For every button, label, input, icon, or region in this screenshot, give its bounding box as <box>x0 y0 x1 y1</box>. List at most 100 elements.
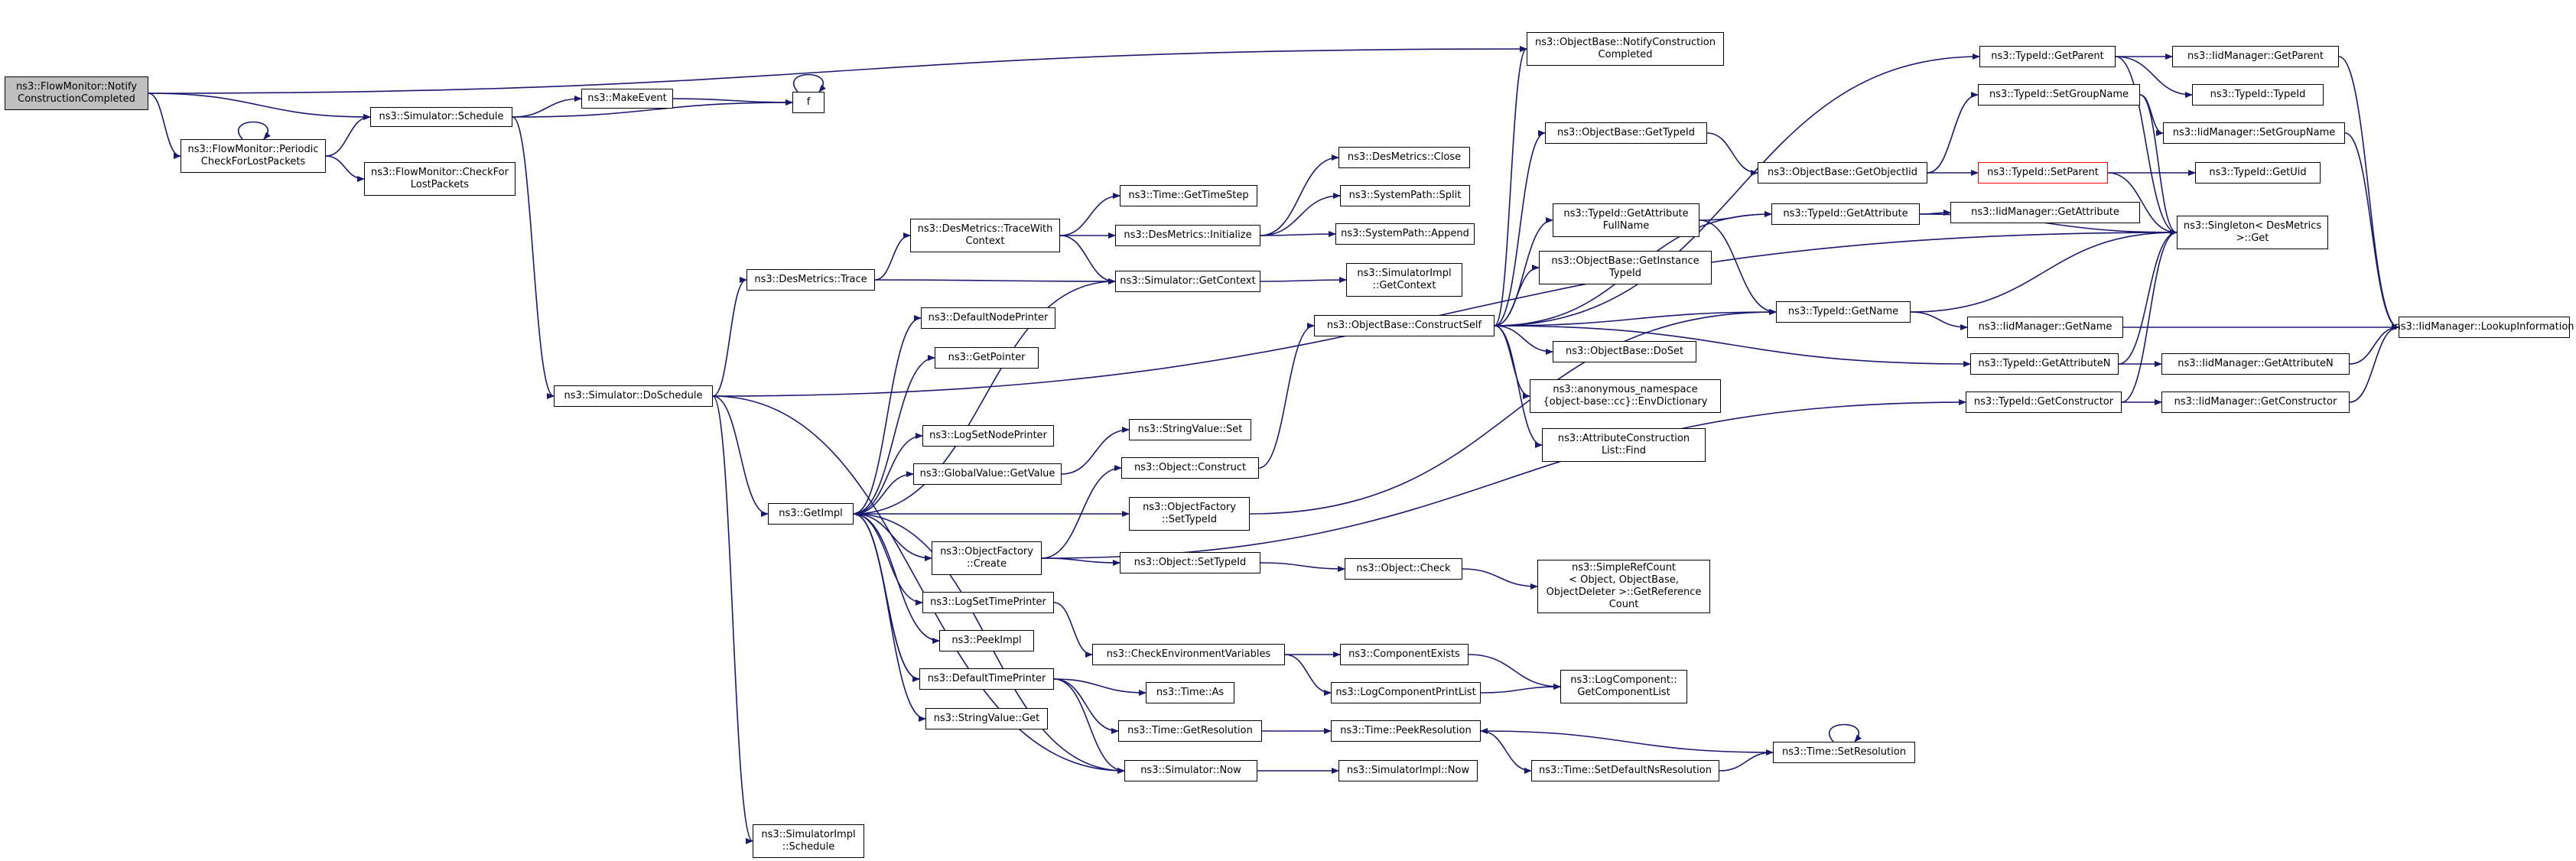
call-edge <box>1494 265 1540 327</box>
call-edge <box>1061 427 1130 475</box>
call-edge <box>1258 323 1315 469</box>
call-edge <box>1053 678 1125 774</box>
node-componentexists[interactable]: ns3::ComponentExists <box>1340 644 1469 665</box>
node-simulatorimpl-schedule[interactable]: ns3::SimulatorImpl::Schedule <box>753 824 864 858</box>
call-edge <box>2349 324 2399 365</box>
node-logsetnodeprinter[interactable]: ns3::LogSetNodePrinter <box>922 425 1054 447</box>
node-label-line: ns3::SystemPath::Split <box>1348 190 1462 201</box>
node-object-settypeid[interactable]: ns3::Object::SetTypeId <box>1120 552 1260 573</box>
node-time-gettimestep[interactable]: ns3::Time::GetTimeStep <box>1120 185 1257 206</box>
call-edge <box>853 513 923 606</box>
call-edge <box>237 121 271 140</box>
node-typeid-getparent[interactable]: ns3::TypeId::GetParent <box>1979 46 2116 67</box>
call-edge <box>1910 229 2178 313</box>
node-globalvalue-getvalue[interactable]: ns3::GlobalValue::GetValue <box>913 463 1062 485</box>
node-objectbase-constructself[interactable]: ns3::ObjectBase::ConstructSelf <box>1314 315 1495 336</box>
node-simulator-now[interactable]: ns3::Simulator::Now <box>1124 760 1257 781</box>
node-objectbase-gettypeid[interactable]: ns3::ObjectBase::GetTypeId <box>1545 122 1707 144</box>
node-makeevent[interactable]: ns3::MakeEvent <box>581 89 673 109</box>
node-objectfactory-settypeid[interactable]: ns3::ObjectFactory::SetTypeId <box>1129 497 1250 531</box>
node-objectfactory-create[interactable]: ns3::ObjectFactory::Create <box>932 541 1042 575</box>
node-anonymous-namespace-envdictionary[interactable]: ns3::anonymous_namespace{object-base::cc… <box>1530 379 1721 413</box>
node-simulatorimpl-now[interactable]: ns3::SimulatorImpl::Now <box>1338 760 1478 781</box>
node-typeid-setgroupname[interactable]: ns3::TypeId::SetGroupName <box>1978 84 2140 106</box>
node-stringvalue-set[interactable]: ns3::StringValue::Set <box>1129 419 1251 440</box>
node-time-setresolution[interactable]: ns3::Time::SetResolution <box>1773 742 1915 763</box>
node-label-line: ns3::IidManager::GetName <box>1978 321 2113 333</box>
call-edge <box>325 155 365 182</box>
node-label-line: ns3::TypeId::GetAttribute <box>1563 208 1689 219</box>
node-typeid-getattribute[interactable]: ns3::TypeId::GetAttribute <box>1771 203 1920 225</box>
call-edge <box>2118 229 2178 365</box>
node-systempath-append[interactable]: ns3::SystemPath::Append <box>1335 223 1475 245</box>
call-edge <box>853 355 935 515</box>
call-edge <box>853 471 914 515</box>
node-iidmanager-getparent[interactable]: ns3::IidManager::GetParent <box>2172 46 2339 67</box>
call-edge <box>853 513 926 722</box>
node-simulator-schedule[interactable]: ns3::Simulator::Schedule <box>370 107 512 127</box>
call-edge <box>1699 219 1777 315</box>
node-singleton-desmetrics-get[interactable]: ns3::Singleton< DesMetrics>::Get <box>2177 216 2328 249</box>
node-systempath-split[interactable]: ns3::SystemPath::Split <box>1340 185 1470 206</box>
node-getpointer[interactable]: ns3::GetPointer <box>935 347 1039 369</box>
node-desmetrics-close[interactable]: ns3::DesMetrics::Close <box>1338 147 1470 168</box>
node-f[interactable]: f <box>792 92 825 113</box>
node-desmetrics-trace[interactable]: ns3::DesMetrics::Trace <box>746 269 875 291</box>
node-time-as[interactable]: ns3::Time::As <box>1146 682 1234 703</box>
node-peekimpl[interactable]: ns3::PeekImpl <box>939 630 1034 651</box>
call-edge <box>1480 684 1561 694</box>
node-iidmanager-lookupinformation[interactable]: ns3::IidManager::LookupInformation <box>2394 317 2574 338</box>
node-time-peekresolution[interactable]: ns3::Time::PeekResolution <box>1331 720 1481 742</box>
node-objectbase-doset[interactable]: ns3::ObjectBase::DoSet <box>1553 341 1696 362</box>
node-typeid-getname[interactable]: ns3::TypeId::GetName <box>1776 301 1911 323</box>
node-iidmanager-getconstructor[interactable]: ns3::IidManager::GetConstructor <box>2161 392 2350 413</box>
node-label-line: TypeId <box>1609 268 1641 279</box>
node-logsettimeprinter[interactable]: ns3::LogSetTimePrinter <box>922 592 1054 613</box>
node-label-line: ns3::GlobalValue::GetValue <box>919 468 1055 479</box>
node-simulatorimpl-getcontext[interactable]: ns3::SimulatorImpl::GetContext <box>1346 263 1462 297</box>
node-typeid-typeid[interactable]: ns3::TypeId::TypeId <box>2192 84 2324 106</box>
node-iidmanager-getattributen[interactable]: ns3::IidManager::GetAttributeN <box>2161 353 2350 375</box>
node-desmetrics-initialize[interactable]: ns3::DesMetrics::Initialize <box>1115 225 1260 246</box>
node-label-line: ns3::DesMetrics::TraceWith <box>917 223 1053 235</box>
node-simulator-doschedule[interactable]: ns3::Simulator::DoSchedule <box>554 385 713 407</box>
node-label-line: ns3::SimulatorImpl::Now <box>1346 765 1470 776</box>
node-typeid-setparent[interactable]: ns3::TypeId::SetParent <box>1978 162 2108 184</box>
node-object-check[interactable]: ns3::Object::Check <box>1345 558 1462 580</box>
node-iidmanager-setgroupname[interactable]: ns3::IidManager::SetGroupName <box>2163 122 2345 144</box>
node-simplerefcount-getreferencecount[interactable]: ns3::SimpleRefCount< Object, ObjectBase,… <box>1537 560 1710 613</box>
node-time-setdefaultnsresolution[interactable]: ns3::Time::SetDefaultNsResolution <box>1531 760 1719 781</box>
node-defaulttimeprinter[interactable]: ns3::DefaultTimePrinter <box>919 668 1054 690</box>
node-label-line: ns3::LogSetNodePrinter <box>929 430 1047 441</box>
node-typeid-getuid[interactable]: ns3::TypeId::GetUid <box>2195 162 2321 184</box>
node-typeid-getattributen[interactable]: ns3::TypeId::GetAttributeN <box>1970 353 2119 375</box>
node-time-getresolution[interactable]: ns3::Time::GetResolution <box>1118 720 1262 742</box>
node-simulator-getcontext[interactable]: ns3::Simulator::GetContext <box>1115 271 1260 292</box>
call-edge <box>1480 728 1774 753</box>
node-label-line: ns3::TypeId::GetAttributeN <box>1978 358 2111 369</box>
node-typeid-getconstructor[interactable]: ns3::TypeId::GetConstructor <box>1966 392 2122 413</box>
node-iidmanager-getname[interactable]: ns3::IidManager::GetName <box>1967 317 2123 338</box>
node-logcomponent-getcomponentlist[interactable]: ns3::LogComponent::GetComponentList <box>1560 670 1687 703</box>
call-edge <box>512 99 793 118</box>
node-iidmanager-getattribute[interactable]: ns3::IidManager::GetAttribute <box>1950 202 2140 223</box>
node-stringvalue-get[interactable]: ns3::StringValue::Get <box>925 708 1048 729</box>
call-edge <box>853 315 922 515</box>
node-objectbase-getobjectiid[interactable]: ns3::ObjectBase::GetObjectIid <box>1758 162 1927 184</box>
node-logcomponentprintlist[interactable]: ns3::LogComponentPrintList <box>1331 682 1481 703</box>
node-label-line: ns3::FlowMonitor::Notify <box>15 81 138 93</box>
node-label-line: ns3::TypeId::GetParent <box>1991 50 2104 62</box>
node-checkenvironmentvariables[interactable]: ns3::CheckEnvironmentVariables <box>1092 644 1285 665</box>
node-getimpl[interactable]: ns3::GetImpl <box>768 503 854 525</box>
node-defaultnodeprinter[interactable]: ns3::DefaultNodePrinter <box>921 307 1055 329</box>
node-object-construct[interactable]: ns3::Object::Construct <box>1121 457 1259 479</box>
call-edge <box>2115 56 2193 98</box>
